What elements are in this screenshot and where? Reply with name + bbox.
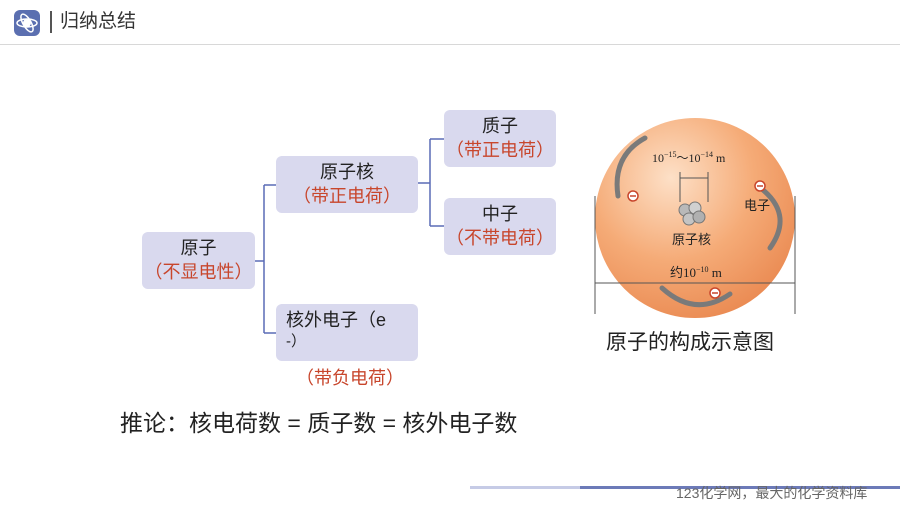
electron-title: 核外电子（e <box>286 310 387 330</box>
nucleus-title: 原子核 <box>320 162 374 182</box>
nucleus-icon <box>678 201 706 226</box>
proton-charge: （带正电荷） <box>446 140 554 160</box>
page-title: 归纳总结 <box>50 11 136 33</box>
electron-orbit-path <box>755 183 783 251</box>
electron-orbit-path <box>659 285 733 308</box>
nucleus-size-label: 10−15～10−14 m <box>652 150 726 165</box>
figure-caption: 原子的构成示意图 <box>606 331 774 354</box>
nucleus-label: 原子核 <box>672 232 711 247</box>
electron-label: 电子 <box>744 198 770 213</box>
atom-title: 原子 <box>180 238 217 258</box>
footer-watermark: 123化学网，最大的化学资料库 <box>676 485 868 501</box>
atom-charge: （不显电性） <box>144 262 253 282</box>
header: 归纳总结 <box>0 0 900 46</box>
atom-logo-icon <box>14 10 40 36</box>
header-divider <box>0 44 900 45</box>
footer-divider <box>470 486 900 489</box>
atom-box: 原子 （不显电性） <box>142 232 255 289</box>
atom-illustration: 10−15～10−14 m 原子核 电子 约10−10 m <box>594 118 796 318</box>
nucleus-size-marker <box>679 172 709 202</box>
neutron-charge: （不带电荷） <box>446 228 554 248</box>
electron-box: 核外电子（e -） <box>276 304 418 361</box>
neutron-title: 中子 <box>482 204 518 224</box>
proton-box: 质子 （带正电荷） <box>444 110 556 167</box>
electron-charge: （带负电荷） <box>296 368 404 388</box>
nucleus-charge: （带正电荷） <box>293 186 401 206</box>
neutron-box: 中子 （不带电荷） <box>444 198 556 255</box>
nucleus-box: 原子核 （带正电荷） <box>276 156 418 213</box>
electron-icon <box>754 180 766 192</box>
atom-size-marker <box>594 196 796 314</box>
electron-title-cont: -） <box>286 333 306 350</box>
inference-text: 推论：核电荷数 = 质子数 = 核外电子数 <box>120 410 518 436</box>
electron-icon <box>627 190 639 202</box>
atom-size-label: 约10−10 m <box>670 265 722 280</box>
electron-orbit-path <box>614 135 648 199</box>
proton-title: 质子 <box>482 116 518 136</box>
electron-icon <box>709 287 721 299</box>
